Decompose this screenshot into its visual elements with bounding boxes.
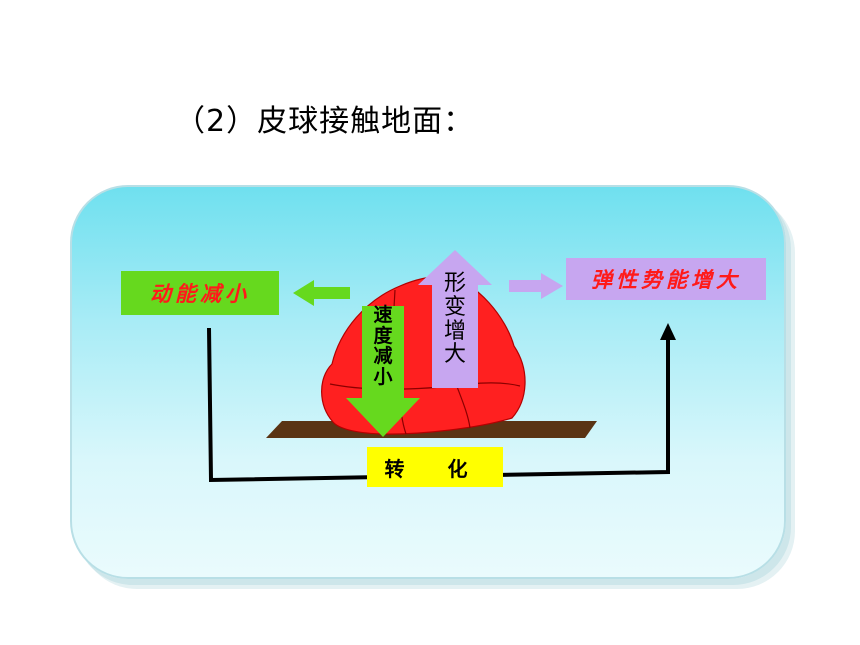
speed-char: 减 [373,345,393,368]
deformation-label: 形 变 增 大 [432,272,478,367]
speed-char: 速 [373,304,393,326]
conversion-box: 转 化 [367,447,503,487]
left-arrow [293,280,350,306]
deformed-ball [321,275,526,435]
deform-char: 形 [443,271,466,296]
speed-char: 度 [373,324,393,347]
speed-down-arrow [346,306,420,437]
right-arrow [509,273,563,299]
page-heading: （2）皮球接触地面： [175,104,475,139]
deform-char: 变 [443,294,466,320]
deform-char: 增 [443,318,466,344]
deform-char: 大 [443,342,466,368]
elastic-energy-box: 弹性势能增大 [566,258,766,300]
kinetic-energy-box: 动能减小 [121,271,279,315]
deform-up-arrow [418,250,492,388]
speed-char: 小 [373,365,393,388]
speed-label: 速 度 减 小 [362,305,404,387]
conversion-arrowhead [660,323,676,340]
